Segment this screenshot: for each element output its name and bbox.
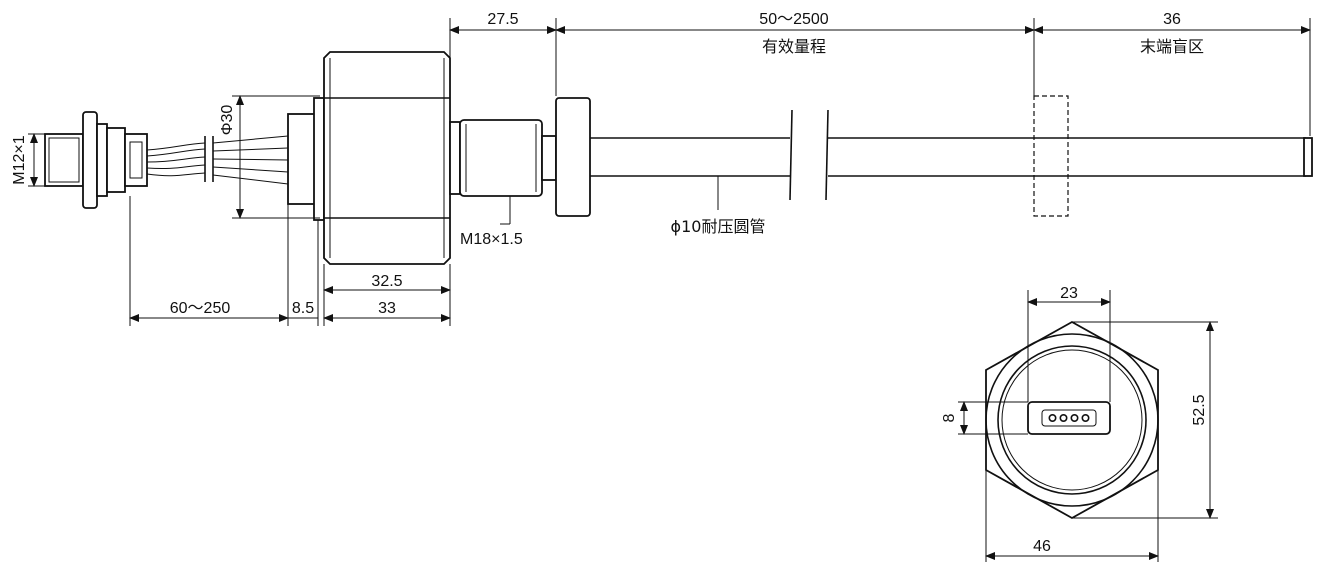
dim-hex-length: 33 bbox=[378, 300, 396, 317]
dim-housing-diameter: Φ30 bbox=[219, 105, 236, 136]
dim-connector-width: 23 bbox=[1060, 285, 1078, 302]
dim-slot-height: 8 bbox=[941, 413, 958, 422]
inner-circle bbox=[997, 345, 1147, 495]
hex-body bbox=[323, 51, 451, 265]
dim-flange-thickness: 8.5 bbox=[292, 300, 314, 317]
dim-across-corners: 52.5 bbox=[1191, 394, 1208, 425]
tube-spec-label: ϕ10耐压圆管 bbox=[671, 217, 766, 236]
dim-probe-collar-length: 27.5 bbox=[487, 11, 518, 28]
effective-range-caption: 有效量程 bbox=[762, 37, 826, 56]
connector-pin bbox=[1081, 413, 1090, 422]
dim-hex-width-inner: 32.5 bbox=[371, 273, 402, 290]
connector-pin bbox=[1070, 413, 1079, 422]
connector-pin bbox=[1048, 413, 1057, 422]
cable-wires bbox=[146, 135, 289, 185]
connector-pins bbox=[1048, 413, 1090, 422]
m12-connector bbox=[44, 111, 148, 209]
end-view: 23 52.5 8 46 bbox=[941, 285, 1218, 562]
outer-circle bbox=[985, 333, 1159, 507]
connector-slot bbox=[1027, 401, 1111, 435]
connector-pin bbox=[1059, 413, 1068, 422]
probe-tube bbox=[590, 109, 1313, 201]
dim-blind-zone: 36 bbox=[1163, 11, 1181, 28]
m18-thread bbox=[449, 119, 557, 197]
dim-effective-range: 50～2500 bbox=[759, 11, 828, 28]
hex-shoulder bbox=[313, 97, 325, 221]
dim-cable-length: 60～250 bbox=[170, 300, 231, 317]
front-view: 27.5 50～2500 有效量程 36 末端盲区 M12×1 Φ30 M18×… bbox=[11, 11, 1313, 326]
dim-connector-thread: M12×1 bbox=[11, 135, 28, 184]
float-dashed bbox=[1033, 95, 1069, 217]
probe-collar bbox=[555, 97, 591, 217]
blind-zone-caption: 末端盲区 bbox=[1140, 37, 1204, 56]
dim-across-flats: 46 bbox=[1033, 538, 1051, 555]
dim-process-thread: M18×1.5 bbox=[460, 231, 523, 248]
